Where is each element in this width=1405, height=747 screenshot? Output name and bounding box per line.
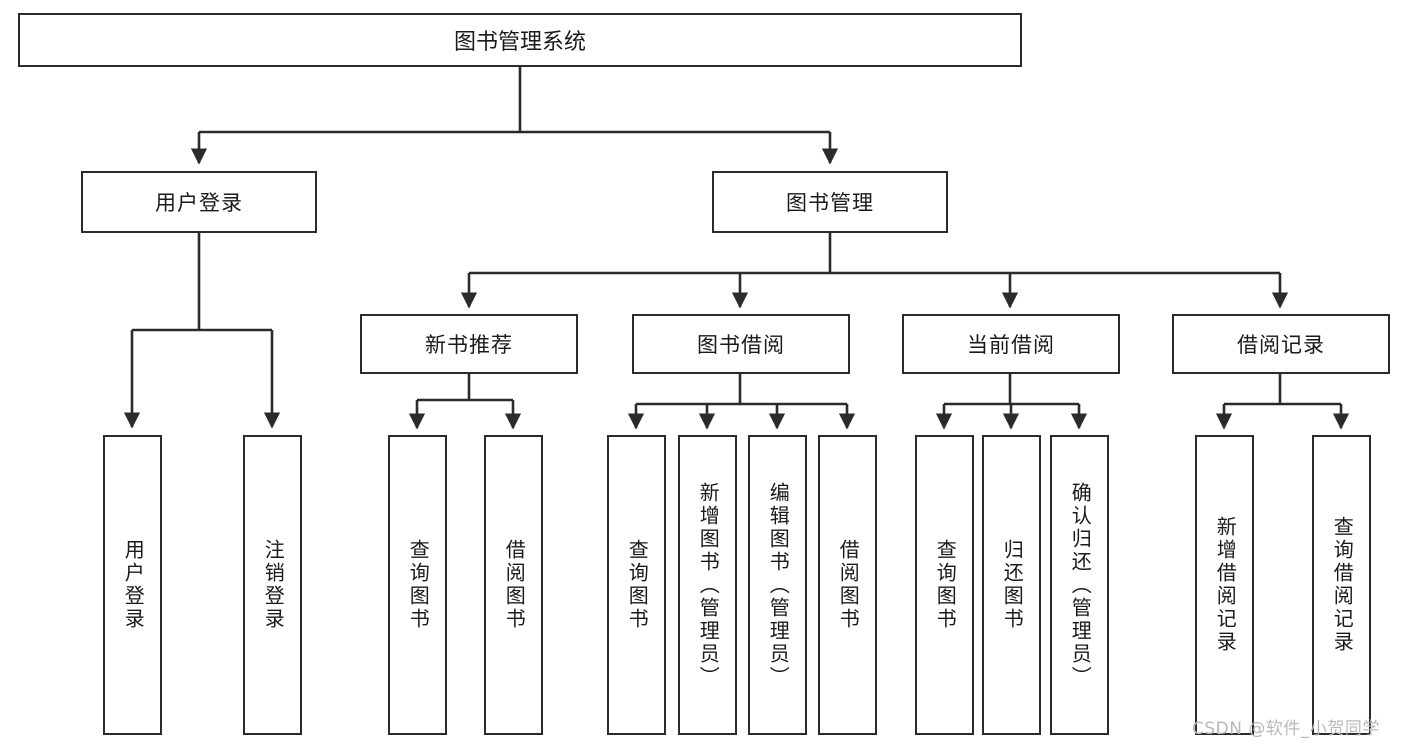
node-leaf-return-book-label: 归还图书 <box>1000 539 1025 631</box>
node-book-borrow[interactable]: 图书借阅 <box>632 314 850 374</box>
node-leaf-logout-label: 注销登录 <box>261 539 286 631</box>
node-leaf-user-login-label: 用户登录 <box>121 539 146 631</box>
node-current-borrow-label: 当前借阅 <box>967 333 1055 357</box>
node-leaf-query-book-3-label: 查询图书 <box>933 539 958 631</box>
node-leaf-query-book-2[interactable]: 查询图书 <box>607 435 666 735</box>
node-leaf-query-record-label: 查询借阅记录 <box>1330 516 1355 654</box>
node-root-label: 图书管理系统 <box>453 30 586 55</box>
node-book-borrow-label: 图书借阅 <box>697 333 785 357</box>
node-leaf-add-record[interactable]: 新增借阅记录 <box>1195 435 1254 735</box>
node-borrow-record-label: 借阅记录 <box>1237 333 1325 357</box>
node-current-borrow[interactable]: 当前借阅 <box>902 314 1120 374</box>
node-leaf-borrow-book-2-label: 借阅图书 <box>836 539 861 631</box>
watermark-text: CSDN @软件_小贺同学 <box>1192 719 1380 739</box>
node-leaf-query-record[interactable]: 查询借阅记录 <box>1312 435 1371 735</box>
node-new-book-recommend-label: 新书推荐 <box>425 333 513 357</box>
node-leaf-logout[interactable]: 注销登录 <box>243 435 302 735</box>
node-leaf-query-book-1-label: 查询图书 <box>406 539 431 631</box>
node-leaf-query-book-3[interactable]: 查询图书 <box>915 435 974 735</box>
node-leaf-borrow-book-1-label: 借阅图书 <box>502 539 527 631</box>
node-leaf-edit-book-label: 编辑图书（管理员） <box>766 481 791 689</box>
node-new-book-recommend[interactable]: 新书推荐 <box>360 314 578 374</box>
node-leaf-user-login[interactable]: 用户登录 <box>103 435 162 735</box>
node-leaf-return-book[interactable]: 归还图书 <box>982 435 1041 735</box>
node-book-management-label: 图书管理 <box>786 191 874 215</box>
node-leaf-query-book-1[interactable]: 查询图书 <box>388 435 447 735</box>
node-book-management[interactable]: 图书管理 <box>712 171 948 233</box>
node-leaf-add-book[interactable]: 新增图书（管理员） <box>678 435 737 735</box>
node-user-login[interactable]: 用户登录 <box>81 171 317 233</box>
node-leaf-add-record-label: 新增借阅记录 <box>1213 516 1238 654</box>
node-leaf-query-book-2-label: 查询图书 <box>625 539 650 631</box>
node-leaf-confirm-return-label: 确认归还（管理员） <box>1068 481 1093 689</box>
node-leaf-edit-book[interactable]: 编辑图书（管理员） <box>748 435 807 735</box>
node-leaf-borrow-book-2[interactable]: 借阅图书 <box>818 435 877 735</box>
node-borrow-record[interactable]: 借阅记录 <box>1172 314 1390 374</box>
node-leaf-borrow-book-1[interactable]: 借阅图书 <box>484 435 543 735</box>
node-leaf-add-book-label: 新增图书（管理员） <box>696 481 721 689</box>
node-user-login-label: 用户登录 <box>155 191 243 215</box>
node-leaf-confirm-return[interactable]: 确认归还（管理员） <box>1050 435 1109 735</box>
node-root[interactable]: 图书管理系统 <box>18 13 1022 67</box>
